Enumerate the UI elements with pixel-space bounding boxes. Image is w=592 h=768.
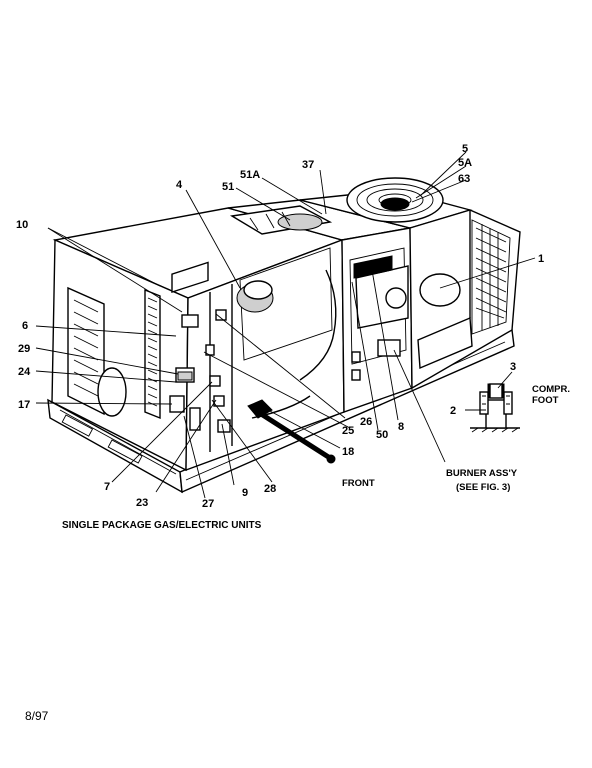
callout-29: 29: [18, 343, 30, 355]
callout-25: 25: [342, 425, 354, 437]
callout-1: 1: [538, 253, 544, 265]
diagram-caption: SINGLE PACKAGE GAS/ELECTRIC UNITS: [62, 520, 262, 531]
compressor-foot-detail: [470, 383, 520, 433]
callout-6: 6: [22, 320, 28, 332]
callout-10: 10: [16, 219, 28, 231]
callout-28: 28: [264, 483, 276, 495]
top-cut-text: ' ' ' ' ' ' ' ' ' ' ': [130, 0, 181, 7]
callout-3: 3: [510, 361, 516, 373]
callout-4: 4: [176, 179, 183, 191]
compr-foot-label-line1: COMPR.: [532, 384, 570, 395]
callout-27: 27: [202, 498, 214, 510]
revision-date: 8/97: [25, 709, 49, 723]
callout-26: 26: [360, 416, 372, 428]
callout-24: 24: [18, 366, 31, 378]
callout-63: 63: [458, 173, 470, 185]
callout-9: 9: [242, 487, 248, 499]
callout-51a: 51A: [240, 169, 260, 181]
callout-37: 37: [302, 159, 314, 171]
burner-assy-label-line2: (SEE FIG. 3): [456, 482, 510, 493]
callout-18: 18: [342, 446, 354, 458]
compr-foot-label-line2: FOOT: [532, 395, 559, 406]
unit-illustration: [47, 177, 521, 494]
callout-2: 2: [450, 405, 456, 417]
front-label: FRONT: [342, 478, 375, 489]
burner-assy-label-line1: BURNER ASS'Y: [446, 468, 518, 479]
right-section: [409, 209, 521, 390]
callout-8: 8: [398, 421, 404, 433]
callout-50: 50: [376, 429, 388, 441]
callout-17: 17: [18, 399, 30, 411]
callout-5: 5: [462, 143, 468, 155]
callout-23: 23: [136, 497, 148, 509]
callout-51: 51: [222, 181, 234, 193]
callout-5a: 5A: [458, 157, 472, 169]
callout-7: 7: [104, 481, 110, 493]
leader-lines: [35, 151, 536, 499]
